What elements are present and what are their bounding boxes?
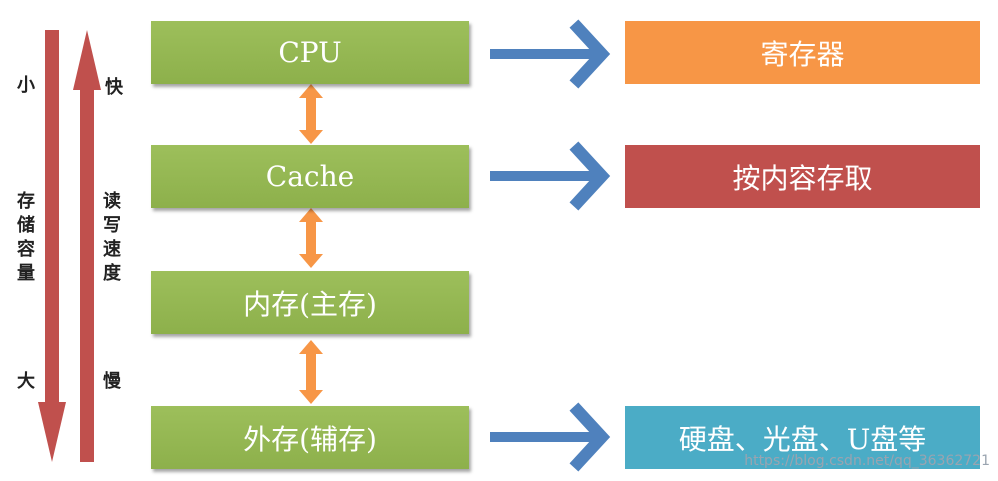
box-register: 寄存器 xyxy=(625,21,980,84)
capacity-axis-arrow xyxy=(38,30,66,462)
arrow-storage-to-disks xyxy=(490,402,611,472)
capacity-large-label: 大 xyxy=(17,371,35,392)
node-main-memory: 内存(主存) xyxy=(151,271,469,334)
speed-fast-label: 快 xyxy=(105,77,123,98)
speed-axis-arrow xyxy=(73,30,101,462)
box-content-addressable: 按内容存取 xyxy=(625,145,980,208)
capacity-small-label: 小 xyxy=(17,75,35,96)
box-disks: 硬盘、光盘、U盘等 xyxy=(625,406,980,469)
speed-slow-label: 慢 xyxy=(103,371,121,392)
speed-axis-label: 读写速度 xyxy=(103,191,121,284)
node-cache: Cache xyxy=(151,145,469,208)
watermark-url: https://blog.csdn.net/qq_36362721 xyxy=(744,453,990,469)
node-external-storage: 外存(辅存) xyxy=(151,406,469,469)
arrow-cache-to-content-access xyxy=(490,141,611,211)
link-cache-memory xyxy=(299,208,323,268)
capacity-axis-label: 存储容量 xyxy=(17,191,35,284)
link-memory-storage xyxy=(299,340,323,404)
arrow-cpu-to-register xyxy=(490,19,611,89)
node-cpu: CPU xyxy=(151,21,469,84)
link-cpu-cache xyxy=(299,84,323,144)
